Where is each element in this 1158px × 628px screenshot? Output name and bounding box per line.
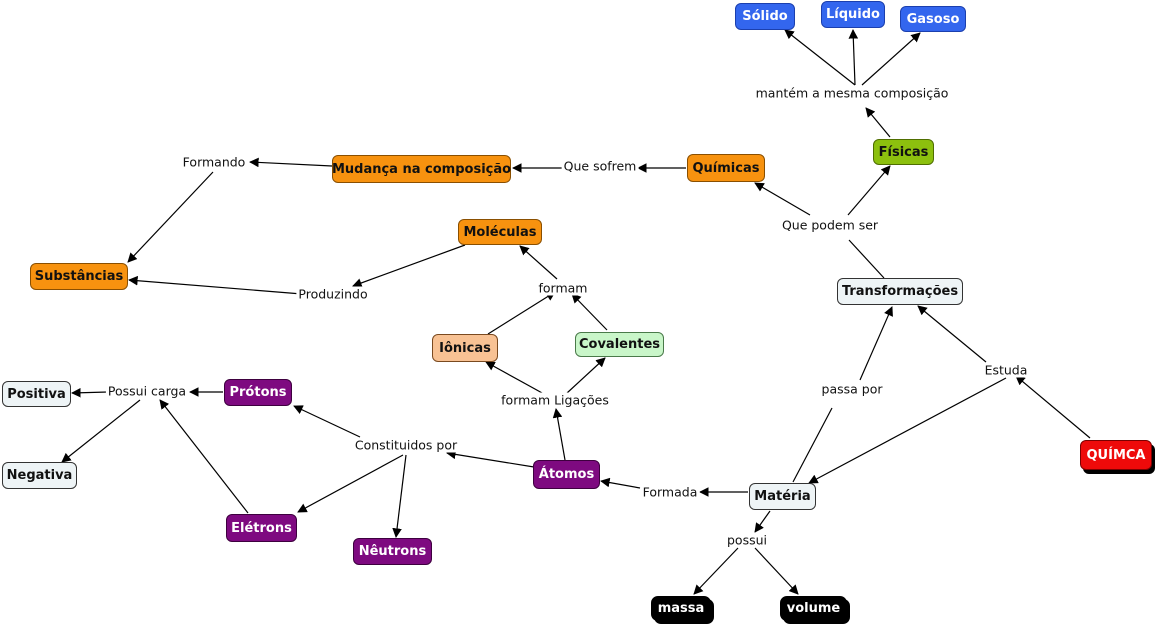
edge-estuda-to-transformacoes: [917, 305, 987, 363]
node-negativa[interactable]: Negativa: [2, 462, 77, 489]
node-gasoso[interactable]: Gasoso: [900, 6, 966, 32]
node-neutrons[interactable]: Nêutrons: [353, 538, 432, 565]
node-quimca[interactable]: QUÍMCA: [1080, 440, 1152, 470]
edge-passa-por-to-transformacoes: [859, 306, 893, 381]
label-formando: Formando: [180, 154, 248, 170]
edge-que-podem-ser-to-fisicas: [847, 165, 891, 216]
edge-constituidos-por-to-eletrons: [297, 454, 404, 513]
label-passa-por: passa por: [819, 381, 885, 397]
edge-covalentes-to-formam: [571, 293, 608, 331]
edge-materia-to-passa-por: [792, 407, 833, 483]
edge-possui-carga-to-negativa: [61, 399, 141, 463]
label-formam: formam: [536, 280, 590, 296]
node-quimicas[interactable]: Químicas: [687, 154, 765, 182]
edge-estuda-to-materia: [808, 377, 1007, 484]
node-fisicas[interactable]: Físicas: [873, 139, 934, 165]
node-materia[interactable]: Matéria: [749, 483, 816, 510]
node-protons[interactable]: Prótons: [224, 379, 292, 406]
node-liquido[interactable]: Líquido: [821, 1, 885, 28]
edge-formam-ligacoes-to-covalentes: [566, 357, 606, 394]
edge-mudanca-to-formando: [249, 157, 333, 168]
edge-quimca-to-estuda: [1015, 375, 1091, 439]
edge-constituidos-por-to-protons: [293, 405, 361, 438]
edge-fisicas-to-mantem: [865, 107, 891, 138]
node-positiva[interactable]: Positiva: [2, 381, 71, 407]
node-massa[interactable]: massa: [651, 596, 711, 621]
edge-formada-to-atomos: [600, 477, 641, 489]
node-covalentes[interactable]: Covalentes: [575, 332, 664, 357]
node-ionicas[interactable]: Iônicas: [432, 334, 498, 362]
node-eletrons[interactable]: Elétrons: [226, 514, 297, 542]
edge-atomos-to-formam-ligacoes: [552, 408, 566, 461]
node-solido[interactable]: Sólido: [735, 3, 795, 30]
edge-eletrons-to-possui-carga: [159, 399, 249, 514]
edge-moleculas-to-produzindo: [352, 244, 466, 288]
node-atomos[interactable]: Átomos: [533, 460, 600, 489]
edge-atomos-to-constituidos-por: [446, 449, 535, 468]
node-moleculas[interactable]: Moléculas: [458, 219, 542, 245]
label-possui: possui: [724, 532, 770, 548]
label-estuda: Estuda: [982, 362, 1030, 378]
edge-formam-to-moleculas: [519, 245, 558, 280]
edge-formando-to-substancias: [127, 171, 214, 263]
edge-formam-ligacoes-to-ionicas: [485, 361, 545, 395]
node-substancias[interactable]: Substâncias: [30, 263, 128, 290]
edge-mantem-to-solido: [784, 29, 856, 86]
label-constituidos-por: Constituidos por: [352, 437, 460, 453]
edge-possui-to-volume: [754, 547, 799, 595]
node-mudanca-na-composicao[interactable]: Mudança na composição: [332, 155, 511, 183]
node-volume[interactable]: volume: [780, 596, 847, 621]
label-produzindo: Produzindo: [296, 286, 370, 302]
edge-possui-to-massa: [693, 547, 739, 595]
edge-mantem-to-liquido: [848, 29, 859, 86]
edge-ionicas-to-formam: [487, 291, 556, 335]
edge-que-podem-ser-to-quimicas: [754, 182, 811, 216]
edge-constituidos-por-to-neutrons: [392, 454, 407, 538]
label-que-podem-ser: Que podem ser: [779, 217, 881, 233]
edge-possui-carga-to-positiva: [71, 387, 109, 398]
label-possui-carga: Possui carga: [105, 383, 189, 399]
edge-mantem-to-gasoso: [861, 32, 921, 86]
label-formada: Formada: [640, 484, 700, 500]
edge-produzindo-to-substancias: [128, 275, 303, 295]
label-mantem-a-mesma-composicao: mantém a mesma composição: [753, 85, 951, 101]
edge-transformacoes-to-que-podem-ser: [848, 239, 885, 279]
edge-materia-to-possui: [754, 510, 771, 533]
label-que-sofrem: Que sofrem: [561, 158, 639, 174]
node-transformacoes[interactable]: Transformações: [837, 278, 963, 305]
label-formam-ligacoes: formam Ligações: [499, 392, 611, 408]
